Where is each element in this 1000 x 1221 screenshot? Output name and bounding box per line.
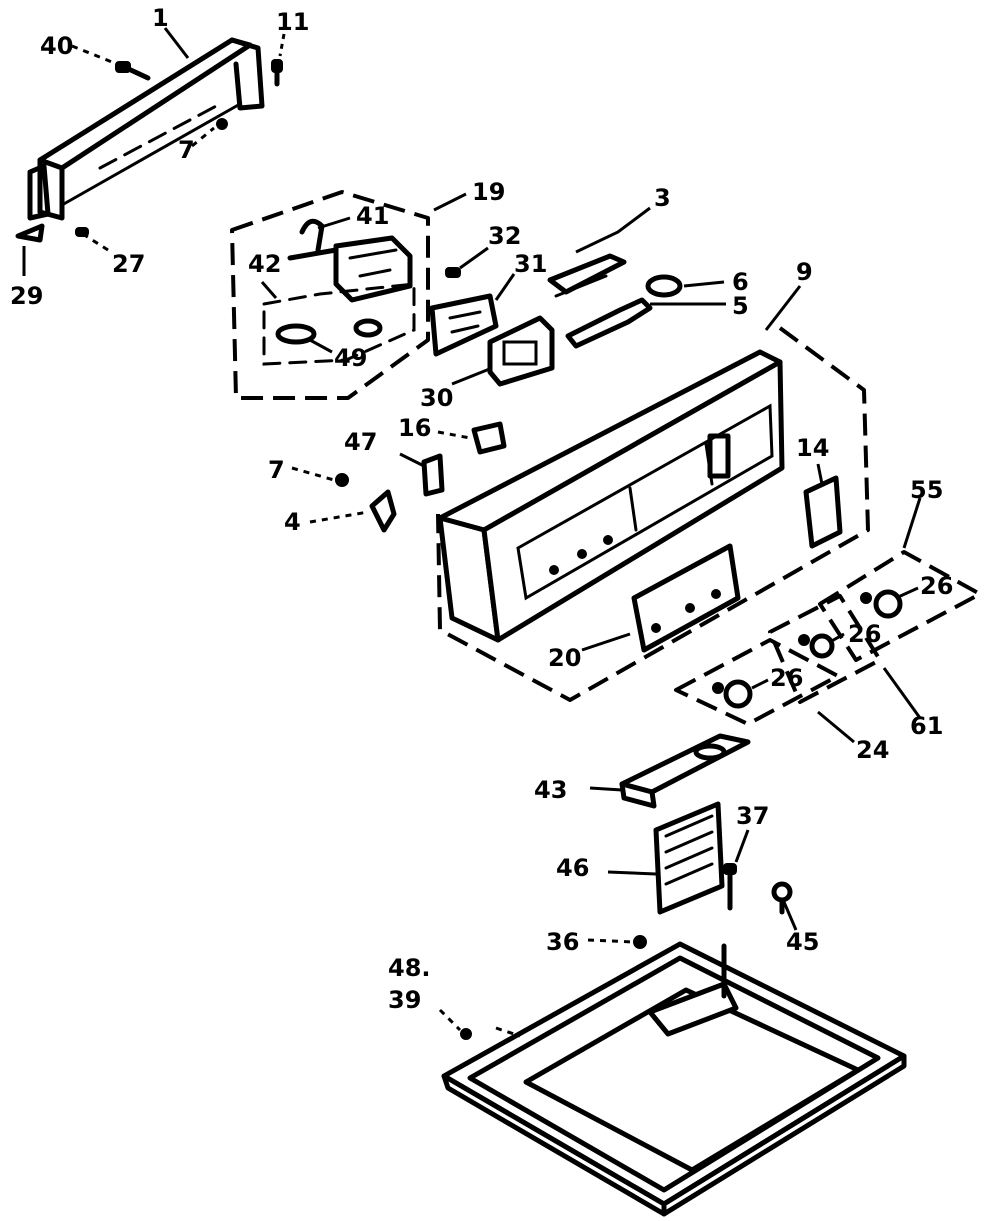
label-1: 1 <box>152 4 169 32</box>
label-42: 42 <box>248 250 281 278</box>
label-3: 3 <box>654 184 671 212</box>
clip-7-mid <box>335 473 349 487</box>
label-29: 29 <box>10 282 43 310</box>
board-30 <box>487 315 555 387</box>
label-9: 9 <box>796 258 813 286</box>
label-4: 4 <box>284 508 301 536</box>
control-plate-20 <box>631 543 741 653</box>
lamp-6 <box>645 274 683 298</box>
label-43: 43 <box>534 776 567 804</box>
part-labels: 40 1 11 7 29 27 19 41 42 49 32 31 30 3 6… <box>10 4 953 1014</box>
insert-14 <box>803 475 843 549</box>
group-24-outline <box>674 638 840 726</box>
label-31: 31 <box>514 250 547 278</box>
label-11: 11 <box>276 8 309 36</box>
screw-32 <box>445 267 461 278</box>
group-61-outline <box>768 594 882 704</box>
label-41: 41 <box>356 202 389 230</box>
control-console-panel <box>437 349 785 643</box>
label-46: 46 <box>556 854 589 882</box>
handle-43 <box>619 733 751 809</box>
plate-46 <box>653 801 725 915</box>
label-61: 61 <box>910 712 943 740</box>
label-5: 5 <box>732 292 749 320</box>
label-55: 55 <box>910 476 943 504</box>
label-26-c: 26 <box>770 664 803 692</box>
label-45: 45 <box>786 928 819 956</box>
screw-45 <box>771 881 793 915</box>
label-32: 32 <box>488 222 521 250</box>
label-27: 27 <box>112 250 145 278</box>
label-48: 48. <box>388 954 431 982</box>
knob-26-b <box>798 633 835 659</box>
label-7-mid: 7 <box>268 456 285 484</box>
washer-top <box>441 941 907 1217</box>
screw-27 <box>75 227 89 237</box>
label-7-top: 7 <box>178 136 195 164</box>
label-14: 14 <box>796 434 829 462</box>
label-20: 20 <box>548 644 581 672</box>
assembly-19-parts <box>262 218 416 366</box>
label-30: 30 <box>420 384 453 412</box>
switch-47 <box>421 453 445 497</box>
label-49: 49 <box>334 344 367 372</box>
leader-lines <box>22 27 922 1038</box>
label-19: 19 <box>472 178 505 206</box>
label-47: 47 <box>344 428 377 456</box>
screw-11 <box>271 59 283 87</box>
bracket-29 <box>15 223 45 243</box>
backsplash-rail <box>27 37 265 221</box>
screw-40 <box>115 61 151 81</box>
lamp-holder-5 <box>565 297 653 349</box>
group-19-outline <box>230 190 430 400</box>
label-26-b: 26 <box>848 620 881 648</box>
board-31 <box>429 293 499 357</box>
label-39: 39 <box>388 986 421 1014</box>
label-24: 24 <box>856 736 889 764</box>
bracket-3 <box>547 253 627 298</box>
label-6: 6 <box>732 268 749 296</box>
switch-4 <box>369 489 397 533</box>
label-16: 16 <box>398 414 431 442</box>
knob-16 <box>471 421 507 455</box>
label-36: 36 <box>546 928 579 956</box>
label-37: 37 <box>736 802 769 830</box>
group-9-outline <box>436 326 870 702</box>
screw-37 <box>723 863 737 911</box>
group-55-outline <box>818 550 982 662</box>
knob-26-c <box>712 679 753 709</box>
knob-26-a <box>860 589 903 619</box>
clip-7-top <box>216 118 228 130</box>
label-26-a: 26 <box>920 572 953 600</box>
label-40: 40 <box>40 32 73 60</box>
